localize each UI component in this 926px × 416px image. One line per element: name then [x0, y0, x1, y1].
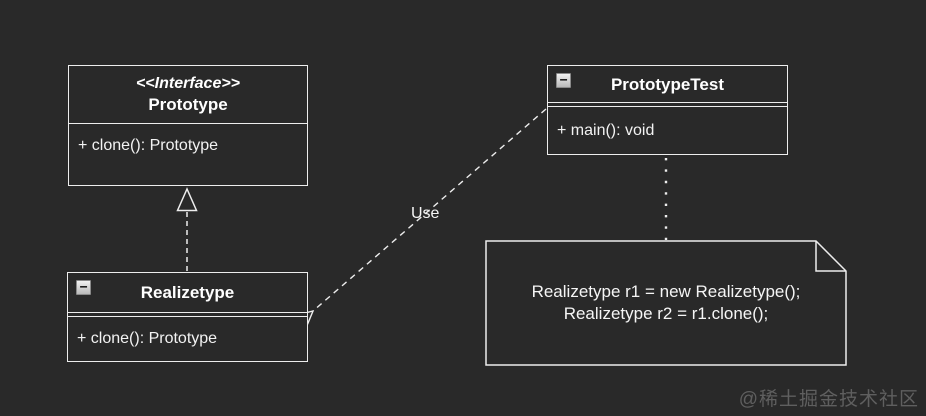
- compartment-divider: [548, 103, 787, 107]
- realization-triangle-arrowhead: [176, 187, 198, 212]
- note-line-2: Realizetype r2 = r1.clone();: [563, 304, 769, 323]
- class-name: PrototypeTest: [610, 74, 725, 94]
- class-title-prototypetest: − PrototypeTest: [548, 66, 787, 103]
- note-line-1: Realizetype r1 = new Realizetype();: [531, 282, 801, 301]
- class-box-realizetype: − Realizetype + clone(): Prototype: [67, 272, 308, 362]
- class-name: Prototype: [148, 95, 228, 114]
- note-shape: [485, 240, 847, 366]
- class-method-prototype-clone: + clone(): Prototype: [78, 137, 219, 154]
- class-box-prototype: <<Interface>> Prototype + clone(): Proto…: [68, 65, 308, 186]
- use-dependency-edge: [298, 108, 547, 325]
- class-method-realizetype-clone: + clone(): Prototype: [77, 330, 218, 347]
- collapse-icon[interactable]: −: [556, 73, 571, 88]
- stereotype-label: <<Interface>>: [135, 75, 241, 92]
- class-title-prototype: <<Interface>> Prototype: [69, 66, 307, 124]
- juejin-watermark: @稀土掘金技术社区: [738, 389, 919, 410]
- class-method-main: + main(): void: [557, 121, 655, 139]
- class-box-prototypetest: − PrototypeTest + main(): void: [547, 65, 788, 155]
- use-edge-label: Use: [411, 205, 440, 222]
- compartment-divider: [68, 313, 307, 317]
- collapse-icon[interactable]: −: [76, 280, 91, 295]
- code-note: Realizetype r1 = new Realizetype(); Real…: [486, 241, 846, 365]
- note-fold-corner: [815, 241, 846, 272]
- class-name: Realizetype: [140, 283, 235, 302]
- class-title-realizetype: − Realizetype: [68, 273, 307, 313]
